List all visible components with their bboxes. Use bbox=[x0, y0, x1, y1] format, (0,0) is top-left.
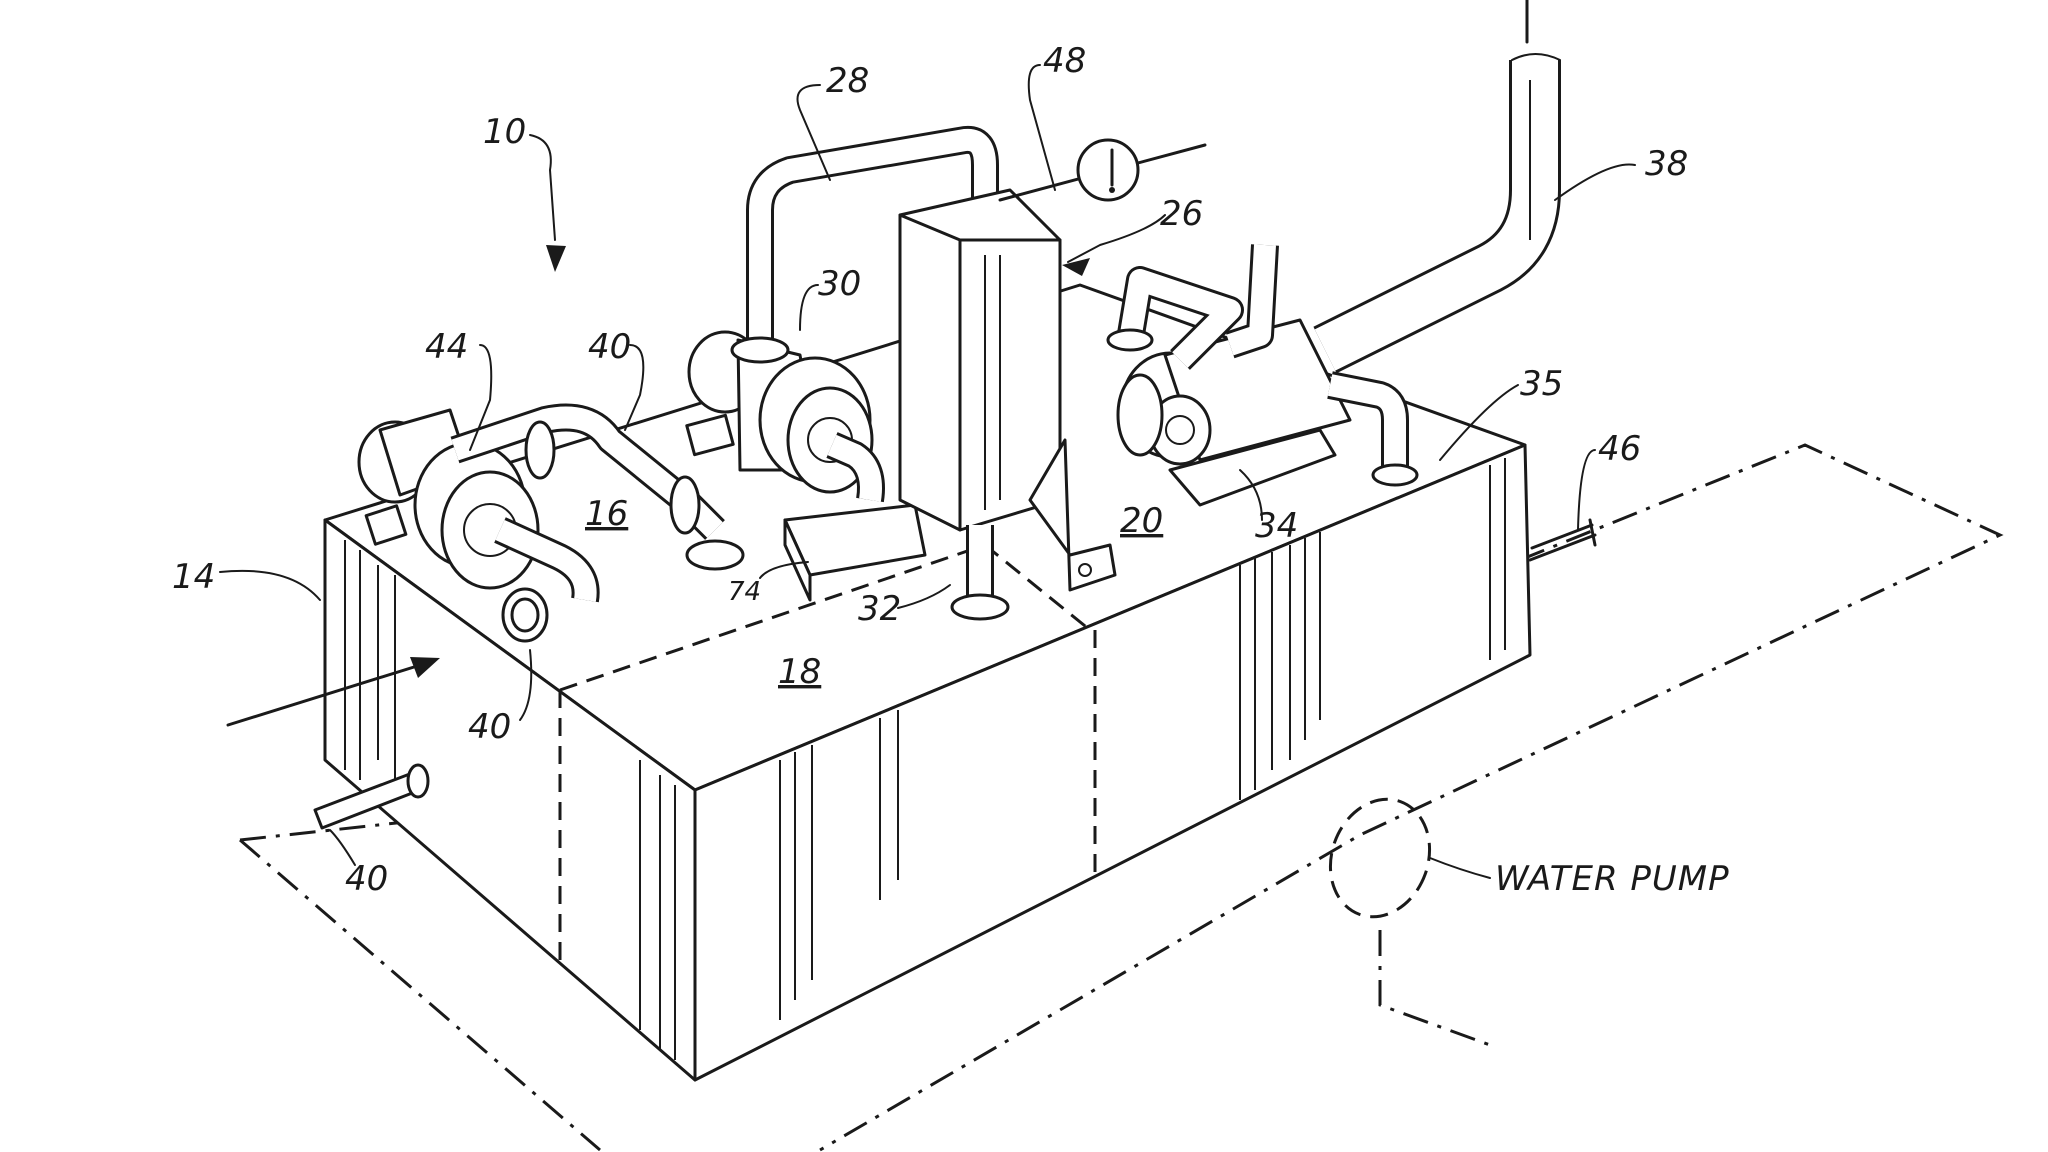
label-46: 46 bbox=[1598, 429, 1641, 469]
label-16: 16 bbox=[585, 494, 628, 534]
pipe-38 bbox=[1313, 0, 1561, 374]
label-35: 35 bbox=[1520, 364, 1563, 404]
tank-14 bbox=[323, 283, 1532, 1082]
label-26: 26 bbox=[1160, 194, 1203, 234]
label-34: 34 bbox=[1255, 506, 1298, 546]
label-14: 14 bbox=[172, 557, 215, 597]
label-40-elbow: 40 bbox=[468, 707, 511, 747]
label-48: 48 bbox=[1043, 41, 1086, 81]
gauge-48 bbox=[998, 138, 1207, 202]
label-water-pump: WATER PUMP bbox=[1495, 859, 1730, 899]
label-74: 74 bbox=[728, 577, 761, 607]
leader-lines bbox=[219, 64, 1636, 866]
pump-44 bbox=[357, 408, 600, 643]
inlet-arrow bbox=[226, 657, 440, 727]
label-40-upper: 40 bbox=[588, 327, 631, 367]
label-32: 32 bbox=[858, 589, 901, 629]
drain-pipe-40 bbox=[313, 763, 430, 830]
label-40-drain: 40 bbox=[345, 859, 388, 899]
outlet-46 bbox=[1528, 518, 1597, 562]
pipe-40-upper bbox=[450, 403, 745, 571]
pump-30 bbox=[685, 330, 927, 602]
label-20: 20 bbox=[1120, 501, 1163, 541]
label-30: 30 bbox=[818, 264, 861, 304]
label-38: 38 bbox=[1645, 144, 1688, 184]
column-26 bbox=[898, 188, 1117, 621]
label-10: 10 bbox=[483, 112, 526, 152]
reference-labels: 10 14 16 18 20 26 28 30 32 34 35 38 40 4… bbox=[172, 41, 1730, 899]
label-28: 28 bbox=[826, 61, 869, 101]
pump-34 bbox=[1106, 244, 1419, 507]
water-pump-symbol bbox=[1328, 797, 1491, 919]
label-18: 18 bbox=[778, 652, 821, 692]
label-44: 44 bbox=[425, 327, 468, 367]
water-loop-outline bbox=[239, 443, 2004, 1152]
